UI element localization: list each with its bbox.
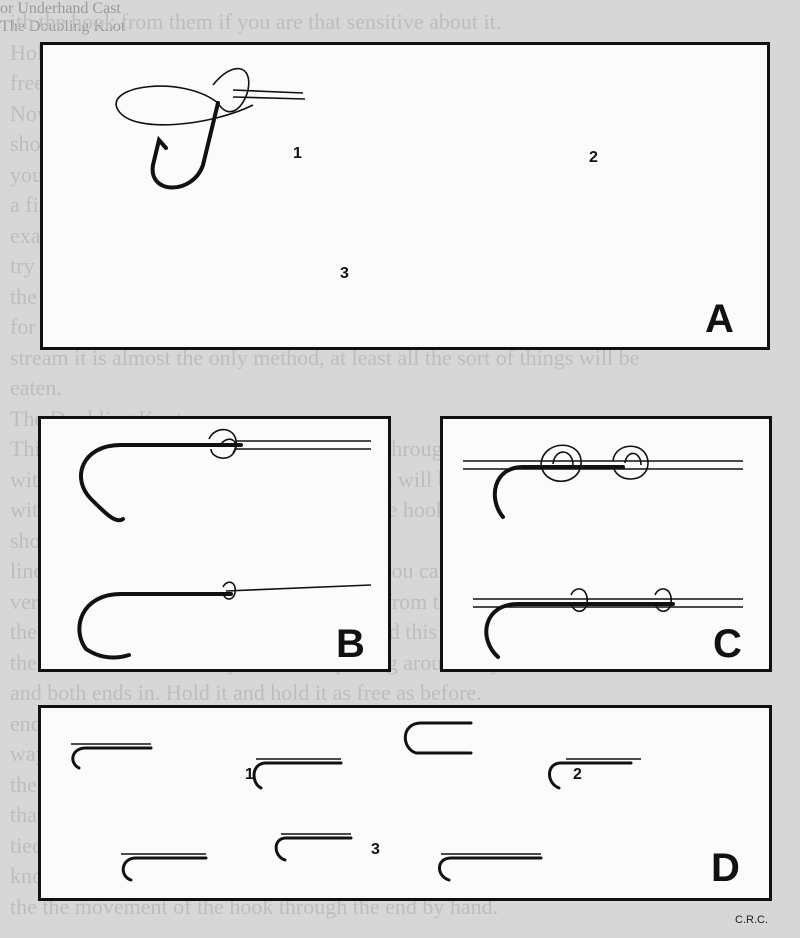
panel-c-drawing: [463, 444, 743, 659]
panel-d-number-1: 1: [245, 766, 254, 783]
hook-figure-d3-middle: [274, 833, 353, 862]
hook-figure-d2-right: [548, 758, 641, 790]
panel-b: B: [38, 416, 391, 672]
panel-b-drawing: [77, 428, 372, 660]
overlap-heading-a: or Underhand Cast: [0, 0, 121, 17]
panel-a-number-1: 1: [293, 145, 302, 162]
hook-figure-d2-left: [403, 721, 473, 755]
panel-c-letter: C: [713, 622, 742, 666]
panel-d-number-2: 2: [573, 766, 582, 783]
hook-figure-d3-left: [121, 853, 208, 882]
panel-a-number-3: 3: [340, 265, 349, 282]
hook-figure-c2: [473, 588, 743, 659]
hook-figure-d1-left: [71, 743, 153, 770]
overlap-heading-c: The Doubling Knot: [0, 18, 126, 35]
background-text-line: and both ends in. Hold it and hold it as…: [10, 680, 482, 705]
illustrator-credit: C.R.C.: [735, 914, 768, 926]
panel-d-drawing: [71, 721, 641, 882]
hook-figure-a1: [115, 67, 306, 190]
panel-a-letter: A: [705, 297, 734, 341]
hook-figure-d1-right: [252, 758, 343, 790]
panel-a: 1 2 3 A: [40, 42, 770, 350]
hook-figure-b2: [77, 581, 372, 660]
panel-a-number-2: 2: [589, 149, 598, 166]
panel-b-letter: B: [336, 622, 365, 666]
background-text-line: eaten.: [10, 375, 62, 400]
panel-d-number-3: 3: [371, 841, 380, 858]
hook-figure-c1: [463, 444, 743, 519]
panel-c: C: [440, 416, 772, 672]
hook-figure-d3-right: [438, 853, 543, 882]
panel-a-drawing: [115, 67, 306, 190]
panel-d-letter: D: [711, 846, 740, 890]
hook-figure-b1: [79, 428, 371, 523]
panel-d: 1 2 3 D: [38, 705, 772, 901]
